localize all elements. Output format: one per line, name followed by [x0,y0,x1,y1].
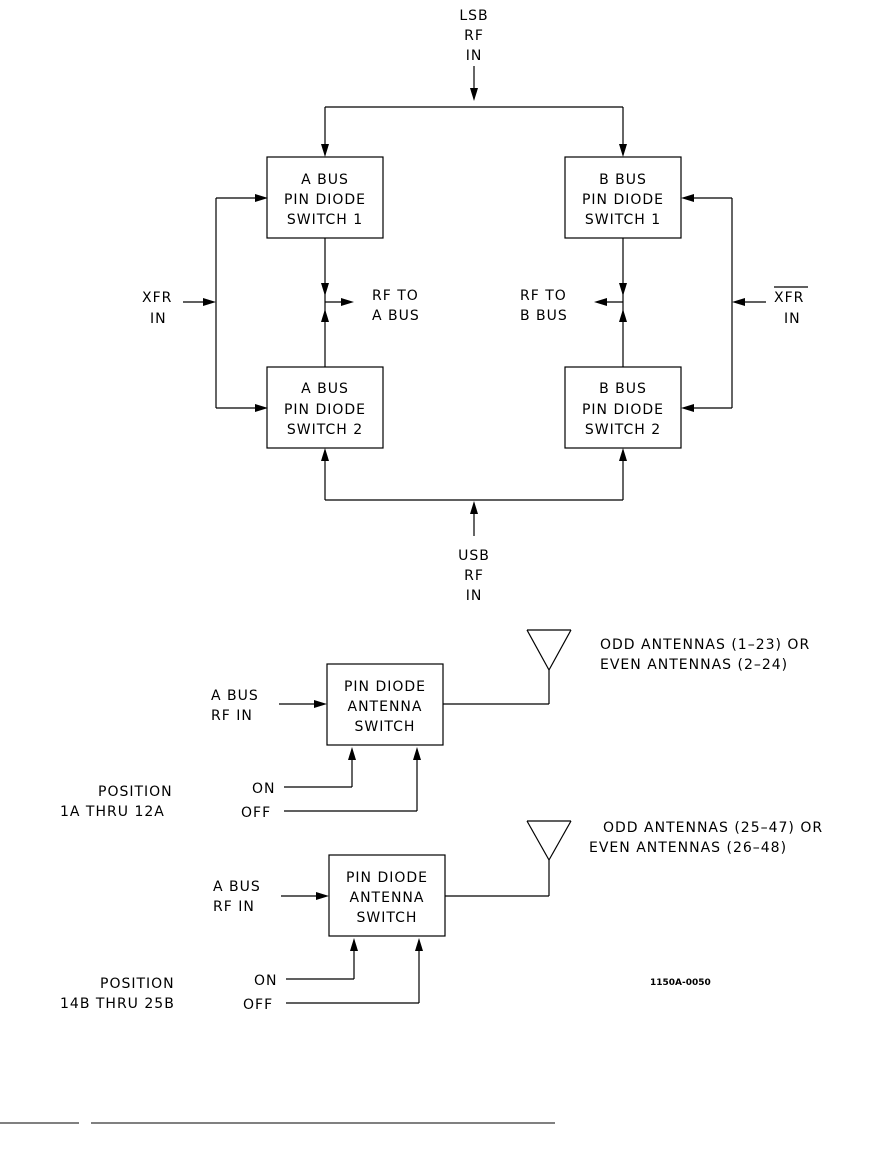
ant-sw1-on: ON [252,781,276,797]
usb-label-line2: RF [464,568,484,584]
antenna-switch-1: PIN DIODE ANTENNA SWITCH A BUS RF IN ODD… [60,629,810,821]
ant-sw2-line2: ANTENNA [350,890,425,906]
figure-id: 1150A-0050 [650,978,711,988]
a-sw2-line2: PIN DIODE [284,402,366,418]
ant-sw1-antennas-line2: EVEN ANTENNAS (2–24) [600,657,788,673]
ant-sw1-line1: PIN DIODE [344,679,426,695]
ant-sw1-input-line2: RF IN [211,708,253,724]
ant-sw2-off: OFF [243,997,273,1013]
bottom-distribution-line [321,448,627,501]
ant-sw1-off: OFF [241,805,271,821]
lsb-label-line1: LSB [459,8,488,24]
ant-sw2-line3: SWITCH [357,910,418,926]
top-distribution-line [321,106,627,157]
ant-sw1-position-line2: 1A THRU 12A [60,804,165,820]
lsb-label-line3: IN [466,48,483,64]
lsb-rf-input: LSB RF IN [459,8,488,101]
ant-sw1-line3: SWITCH [355,719,416,735]
b-sw2-line3: SWITCH 2 [585,422,661,438]
a-sw1-line3: SWITCH 1 [287,212,363,228]
xfr-bar-in-label: IN [784,311,801,327]
b-sw1-line3: SWITCH 1 [585,212,661,228]
antenna-switch-2: PIN DIODE ANTENNA SWITCH A BUS RF IN ODD… [60,820,823,1013]
b-sw1-line2: PIN DIODE [582,192,664,208]
a-bus-switch-2: A BUS PIN DIODE SWITCH 2 [266,366,384,449]
a-bus-junction: RF TO A BUS [321,238,420,367]
rf-to-b-bus-line2: B BUS [520,308,568,324]
ant-sw2-antennas-line2: EVEN ANTENNAS (26–48) [589,840,787,856]
rf-to-a-bus-line2: A BUS [372,308,420,324]
a-sw1-line1: A BUS [301,172,349,188]
ant-sw2-on: ON [254,973,278,989]
rf-to-b-bus-line1: RF TO [520,288,567,304]
lsb-label-line2: RF [464,28,484,44]
usb-label-line1: USB [458,548,490,564]
xfr-bar-input: XFR IN [681,194,808,412]
ant-sw2-position-line2: 14B THRU 25B [60,996,175,1012]
b-sw2-line2: PIN DIODE [582,402,664,418]
ant-sw1-antennas-line1: ODD ANTENNAS (1–23) OR [600,637,810,653]
b-bus-junction: RF TO B BUS [520,238,627,367]
usb-label-line3: IN [466,588,483,604]
antenna-icon [526,820,572,861]
b-bus-switch-1: B BUS PIN DIODE SWITCH 1 [564,156,682,239]
ant-sw2-antennas-line1: ODD ANTENNAS (25–47) OR [603,820,823,836]
a-sw2-line3: SWITCH 2 [287,422,363,438]
a-bus-switch-1: A BUS PIN DIODE SWITCH 1 [266,156,384,239]
ant-sw1-position-line1: POSITION [98,784,173,800]
antenna-icon [526,629,572,671]
usb-rf-input: USB RF IN [458,501,490,604]
ant-sw2-position-line1: POSITION [100,976,175,992]
xfr-input: XFR IN [142,194,268,412]
b-sw2-line1: B BUS [599,381,647,397]
xfr-bar-label: XFR [774,290,804,306]
xfr-label: XFR [142,290,172,306]
ant-sw1-input-line1: A BUS [211,688,259,704]
rf-to-a-bus-line1: RF TO [372,288,419,304]
a-sw2-line1: A BUS [301,381,349,397]
ant-sw1-line2: ANTENNA [348,699,423,715]
b-sw1-line1: B BUS [599,172,647,188]
ant-sw2-input-line1: A BUS [213,879,261,895]
xfr-in-label: IN [150,311,167,327]
a-sw1-line2: PIN DIODE [284,192,366,208]
b-bus-switch-2: B BUS PIN DIODE SWITCH 2 [564,366,682,449]
ant-sw2-line1: PIN DIODE [346,870,428,886]
ant-sw2-input-line2: RF IN [213,899,255,915]
